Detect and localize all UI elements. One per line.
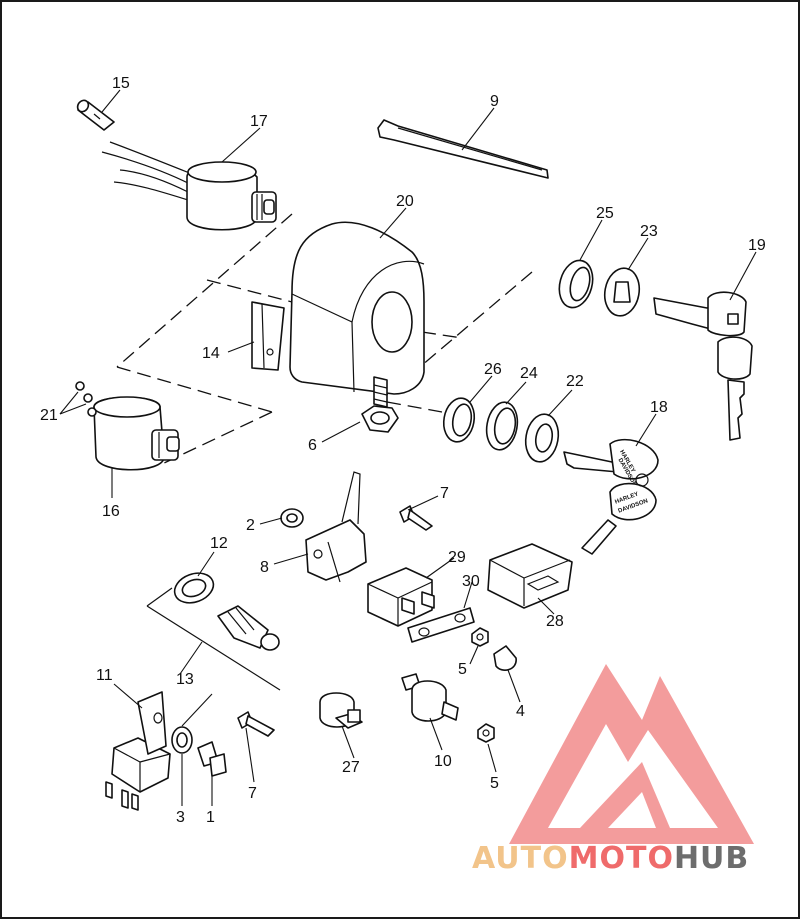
callout-2: 2 [246,517,255,534]
bracket-14 [251,301,285,371]
lock-washer-3 [171,726,193,754]
callout-6: 6 [308,437,317,454]
bracket-8 [305,471,367,583]
watermark-auto: AUTO [472,841,569,876]
callout-14: 14 [202,345,220,362]
callout-21: 21 [40,407,58,424]
washer-23 [603,267,641,317]
callout-1: 1 [206,809,215,826]
callout-30: 30 [462,573,480,590]
callout-4: 4 [516,703,525,720]
nut-5-lower [477,723,495,743]
nut-6 [361,405,399,433]
relay-28 [487,543,573,609]
strap-30 [407,607,475,643]
callout-9: 9 [490,93,499,110]
callout-20: 20 [396,193,414,210]
callout-24: 24 [520,365,538,382]
callout-7-upper: 7 [440,485,449,502]
watermark-text: AUTOMOTOHUB [472,841,749,876]
sender-10 [401,673,459,722]
callout-26: 26 [484,361,502,378]
callout-13: 13 [176,671,194,688]
o-ring-12 [173,572,215,604]
callout-29: 29 [448,549,466,566]
nut-5-upper [471,627,489,647]
watermark-moto: MOTO [569,841,674,876]
callout-11: 11 [96,667,113,684]
keys-18: HARLEY DAVIDSON HARLEY DAVIDSON [563,438,659,555]
keys-19 [653,291,753,441]
washer-22 [524,413,560,463]
callout-10: 10 [434,753,452,770]
bolt-1 [197,741,227,777]
switch-13 [146,587,281,691]
ring-25 [558,259,594,309]
push-pin-7-lower [237,711,275,737]
callout-25: 25 [596,205,614,222]
ignition-switch-17 [101,141,277,231]
callouts: 15 17 9 20 25 23 19 14 21 26 24 22 6 18 … [40,75,766,826]
assembly-lines [116,213,533,465]
automotohub-logo [509,664,754,844]
callout-7-lower: 7 [248,785,257,802]
callout-5-lower: 5 [490,775,499,792]
callout-27: 27 [342,759,360,776]
screws-21 [75,381,97,417]
switch-27 [319,692,363,729]
callout-19: 19 [748,237,766,254]
callout-17: 17 [250,113,268,130]
switch-cover-20 [289,221,425,408]
callout-28: 28 [546,613,564,630]
relay-11 [105,691,171,811]
callout-23: 23 [640,223,658,240]
cap-nut-4 [493,645,517,671]
callout-15: 15 [112,75,130,92]
washer-2 [280,508,304,528]
leader-lines [59,89,757,806]
ignition-switch-16 [93,396,180,471]
ring-26 [442,397,476,443]
push-pin-7-upper [399,505,433,531]
ring-24 [485,401,519,451]
callout-5-upper: 5 [458,661,467,678]
circuit-breaker-29 [367,567,435,627]
fuse-15 [76,99,115,131]
callout-18: 18 [650,399,668,416]
watermark-hub: HUB [674,841,749,876]
callout-3: 3 [176,809,185,826]
callout-12: 12 [210,535,228,552]
callout-16: 16 [102,503,120,520]
callout-8: 8 [260,559,269,576]
callout-22: 22 [566,373,584,390]
